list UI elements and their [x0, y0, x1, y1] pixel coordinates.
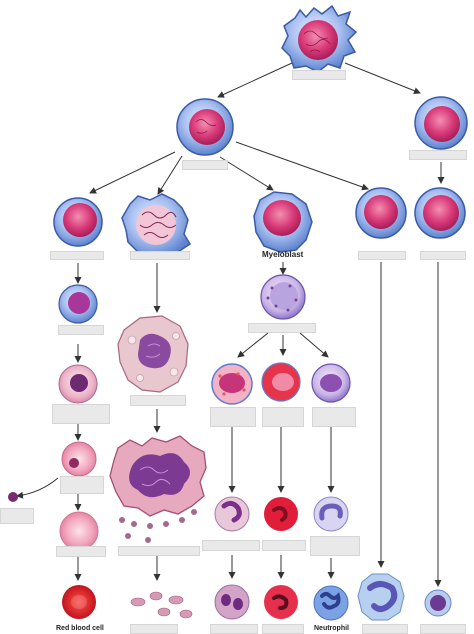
label-eosinophilic-myelocyte: [210, 407, 256, 427]
basophil-cell: [264, 585, 298, 619]
label-reticulocyte: [56, 546, 106, 557]
megakaryoblast-cell: [121, 193, 192, 259]
label-neutrophil: Neutrophil: [314, 625, 349, 632]
label-neutrophilic-myelocyte: [312, 407, 356, 427]
label-lymphoblast: [420, 251, 466, 260]
megakaryocyte-cell: [109, 435, 207, 543]
arrow-myelo-eos: [237, 332, 269, 358]
arrow-cmp-to-proerythroblast: [89, 151, 176, 194]
label-red-blood-cell: Red blood cell: [56, 625, 104, 632]
arrow-cmp-to-monoblast: [235, 141, 369, 191]
arrow-cmp-to-megakaryoblast: [157, 155, 183, 195]
myeloid-progenitor-cell: [176, 98, 234, 156]
orthochromatic-erythroblast-cell: [61, 441, 97, 477]
eosinophilic-band-cell: [214, 496, 250, 532]
label-myeloid-progenitor: [182, 160, 228, 170]
basophilic-band-cell: [264, 497, 298, 531]
proerythroblast-cell: [53, 197, 103, 247]
lymphocyte-cell: [424, 589, 452, 617]
basophilic-myelocyte-cell: [261, 362, 301, 402]
label-basophilic-myelocyte: [262, 407, 304, 427]
monocyte-cell: [357, 573, 405, 621]
arrow-cmp-to-myeloblast: [219, 156, 274, 191]
reticulocyte-cell: [59, 511, 99, 551]
red-blood-cell: [62, 585, 96, 619]
promyelocyte-cell: [260, 274, 306, 320]
label-lymphoid-progenitor: [409, 150, 467, 160]
label-promegakaryocyte: [130, 395, 186, 406]
label-hemocytoblast: [292, 70, 346, 80]
label-basophilic-band: [262, 540, 306, 551]
label-ejected-nucleus: [0, 508, 34, 524]
neutrophilic-band-cell: [313, 496, 349, 532]
hemocytoblast-cell: [281, 4, 358, 73]
arrow-hsc-to-myeloid: [217, 62, 293, 98]
label-megakaryocyte: [118, 546, 200, 556]
promegakaryocyte-cell: [117, 315, 189, 393]
arrows: [16, 62, 445, 587]
lymphoid-progenitor-cell: [414, 96, 468, 150]
basophilic-erythroblast-cell: [58, 284, 98, 324]
neutrophilic-myelocyte-cell: [311, 363, 351, 403]
monoblast-cell: [355, 187, 407, 239]
label-proerythroblast: [50, 251, 104, 260]
label-promyelocyte: [248, 323, 316, 333]
label-neutrophilic-band: [310, 536, 360, 556]
lymphoblast-cell: [414, 187, 466, 239]
label-polychromatic-erythroblast: [52, 404, 110, 424]
label-basophilic-erythroblast: [58, 325, 104, 335]
myeloblast-cell: [253, 191, 313, 253]
label-orthochromatic-erythroblast: [60, 476, 104, 494]
label-eosinophilic-band: [202, 540, 260, 551]
arrow-hsc-to-lymphoid: [344, 62, 421, 95]
platelets-cluster: [130, 591, 193, 619]
arrow-red-nucleus-out: [16, 477, 59, 499]
label-monoblast: [358, 251, 406, 260]
ejected-nucleus: [8, 492, 18, 502]
label-myeloblast: Myeloblast: [262, 250, 304, 259]
polychromatic-erythroblast-cell: [58, 364, 98, 404]
neutrophil-cell: [313, 585, 349, 621]
label-megakaryoblast: [130, 251, 190, 260]
eosinophil-cell: [214, 584, 250, 620]
eosinophilic-myelocyte-cell: [211, 363, 253, 405]
arrow-myelo-neut: [299, 332, 329, 358]
